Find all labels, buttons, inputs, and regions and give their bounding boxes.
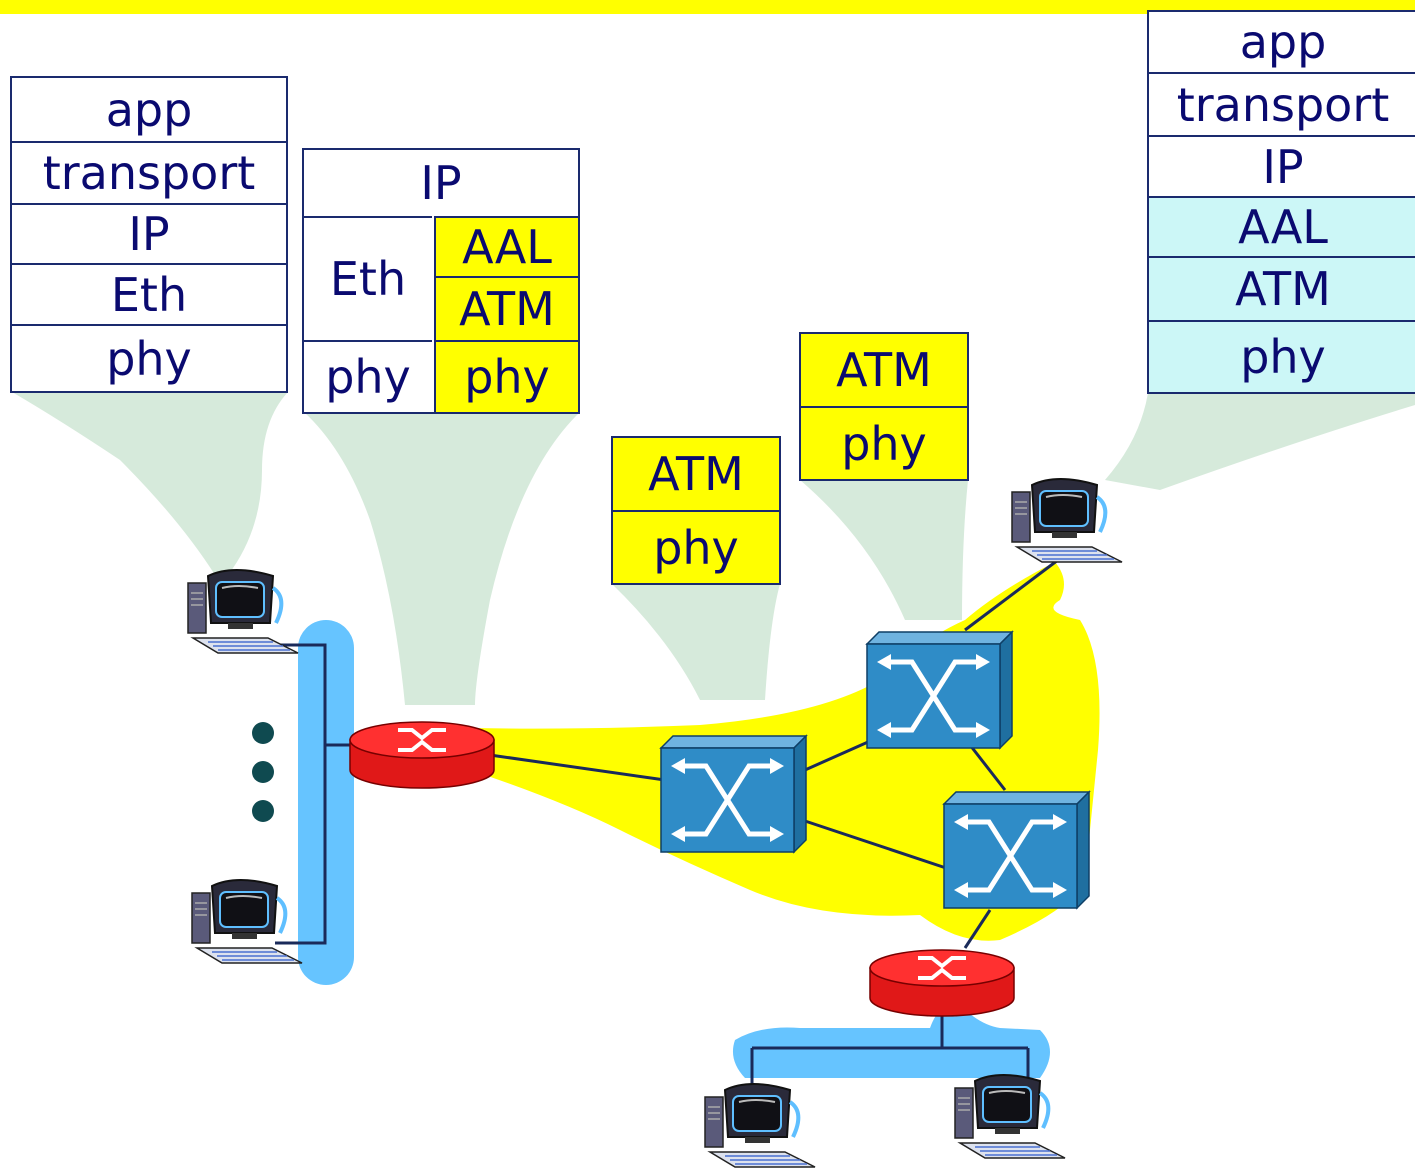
ellipsis-dot — [252, 722, 274, 744]
callout-router — [304, 412, 580, 705]
desktop-computer-icon — [190, 878, 304, 965]
layer-eth: Eth — [12, 263, 286, 324]
router-icon — [348, 720, 496, 790]
layer-aal: AAL — [434, 216, 578, 276]
layer-ip: IP — [12, 203, 286, 263]
desktop-computer-icon — [1010, 477, 1124, 564]
callout-right-host — [1105, 393, 1415, 490]
layer-ip: IP — [1149, 135, 1415, 196]
callout-switch-a — [612, 584, 780, 700]
desktop-computer-icon — [186, 568, 300, 655]
desktop-computer-icon — [953, 1073, 1067, 1160]
layer-atm: ATM — [1149, 256, 1415, 320]
switch-a-protocol-stack: ATM phy — [611, 436, 781, 585]
router-protocol-stack: IP Eth AAL ATM phy phy — [302, 148, 580, 414]
callout-switch-b — [800, 480, 968, 620]
layer-ip: IP — [420, 156, 462, 210]
bottom-lan-segment — [732, 1004, 1050, 1078]
layer-transport: transport — [1149, 72, 1415, 135]
atm-switch-icon — [944, 792, 1089, 908]
router-icon — [868, 948, 1016, 1018]
layer-app: app — [1239, 15, 1327, 69]
layer-eth: Eth — [304, 216, 432, 340]
switch-b-protocol-stack: ATM phy — [799, 332, 969, 481]
callout-left-host — [12, 392, 288, 575]
layer-phy: phy — [304, 340, 432, 412]
layer-phy: phy — [613, 510, 779, 583]
left-host-protocol-stack: app transport IP Eth phy — [10, 76, 288, 393]
layer-atm: ATM — [434, 276, 578, 340]
atm-switch-icon — [867, 632, 1012, 748]
layer-phy: phy — [1149, 320, 1415, 392]
ellipsis-dot — [252, 761, 274, 783]
layer-phy: phy — [434, 340, 578, 412]
layer-phy: phy — [12, 324, 286, 391]
layer-aal: AAL — [1149, 196, 1415, 256]
layer-transport: transport — [12, 141, 286, 203]
layer-phy: phy — [801, 406, 967, 479]
desktop-computer-icon — [703, 1082, 817, 1169]
title-bar-strip — [0, 0, 1415, 14]
atm-switch-icon — [661, 736, 806, 852]
right-host-protocol-stack: app transport IP AAL ATM phy — [1147, 10, 1415, 394]
ellipsis-dot — [252, 800, 274, 822]
layer-atm: ATM — [648, 447, 744, 501]
layer-app: app — [105, 82, 193, 137]
layer-atm: ATM — [836, 343, 932, 397]
